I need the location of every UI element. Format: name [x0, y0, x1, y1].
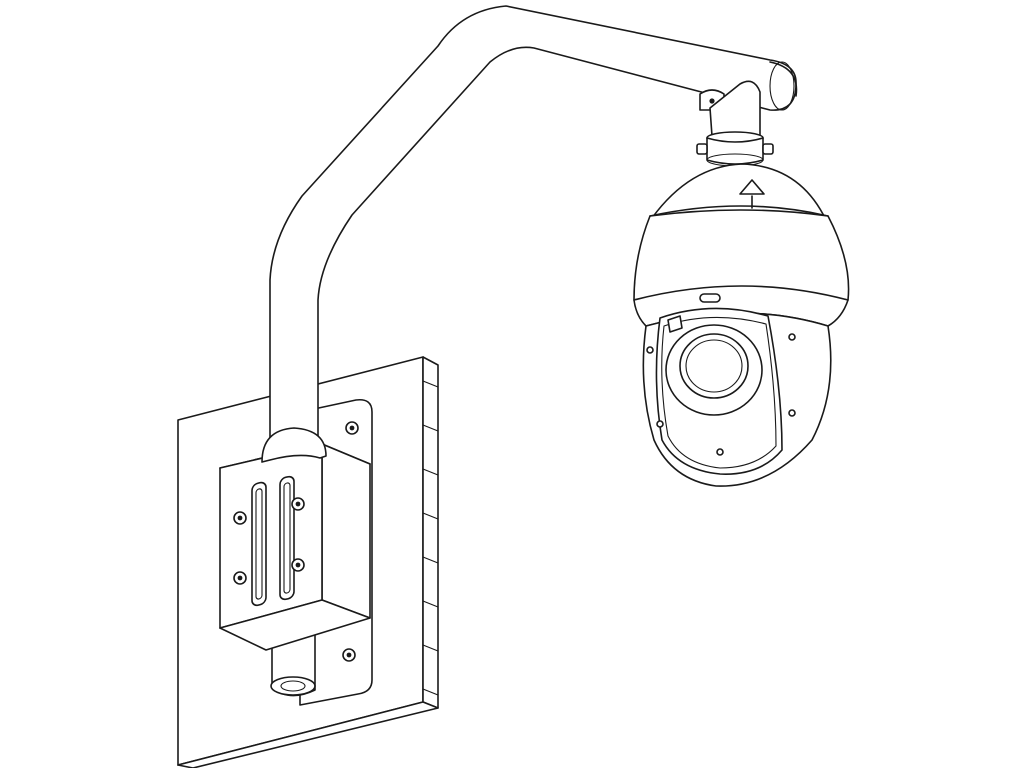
arm-lower-stub-cap [270, 676, 316, 696]
box-screw-upper-right [291, 497, 305, 511]
camera-dot-2 [788, 409, 796, 417]
neck-ring [706, 137, 764, 165]
wall-panel-bottom [177, 701, 439, 768]
neck-adapter [709, 80, 761, 137]
camera-dot-5 [646, 346, 654, 354]
junction-box-side [321, 443, 371, 619]
neck-screw-left [696, 143, 708, 155]
visor-clip [667, 315, 683, 333]
box-screw-lower-right [291, 558, 305, 572]
arm-end-cap [769, 61, 795, 111]
dome-camera [633, 163, 850, 487]
junction-box [219, 427, 371, 651]
camera-lens [665, 324, 763, 416]
camera-sensor-pill [699, 293, 721, 303]
camera-lens-glass [679, 333, 749, 399]
box-screw-upper-left [233, 511, 247, 525]
camera-dot-1 [788, 333, 796, 341]
plate-screw-top [345, 421, 359, 435]
indicator-triangle [739, 179, 765, 195]
junction-box-bottom [219, 599, 371, 651]
plate-screw-bottom [342, 648, 356, 662]
arm-end-edge [769, 61, 798, 97]
camera-dot-3 [716, 448, 724, 456]
camera-neck [696, 80, 774, 167]
box-slot-right [279, 475, 295, 601]
wall-panel-edge-ticks [422, 380, 439, 696]
box-arm-collar [261, 427, 327, 463]
camera-housing-top [651, 163, 827, 221]
neck-screw-right [762, 143, 774, 155]
wall-panel-edge [422, 356, 439, 709]
junction-box-front [219, 443, 323, 629]
box-screw-lower-left [233, 571, 247, 585]
box-slot-left [251, 481, 267, 607]
camera-dot-4 [656, 420, 664, 428]
